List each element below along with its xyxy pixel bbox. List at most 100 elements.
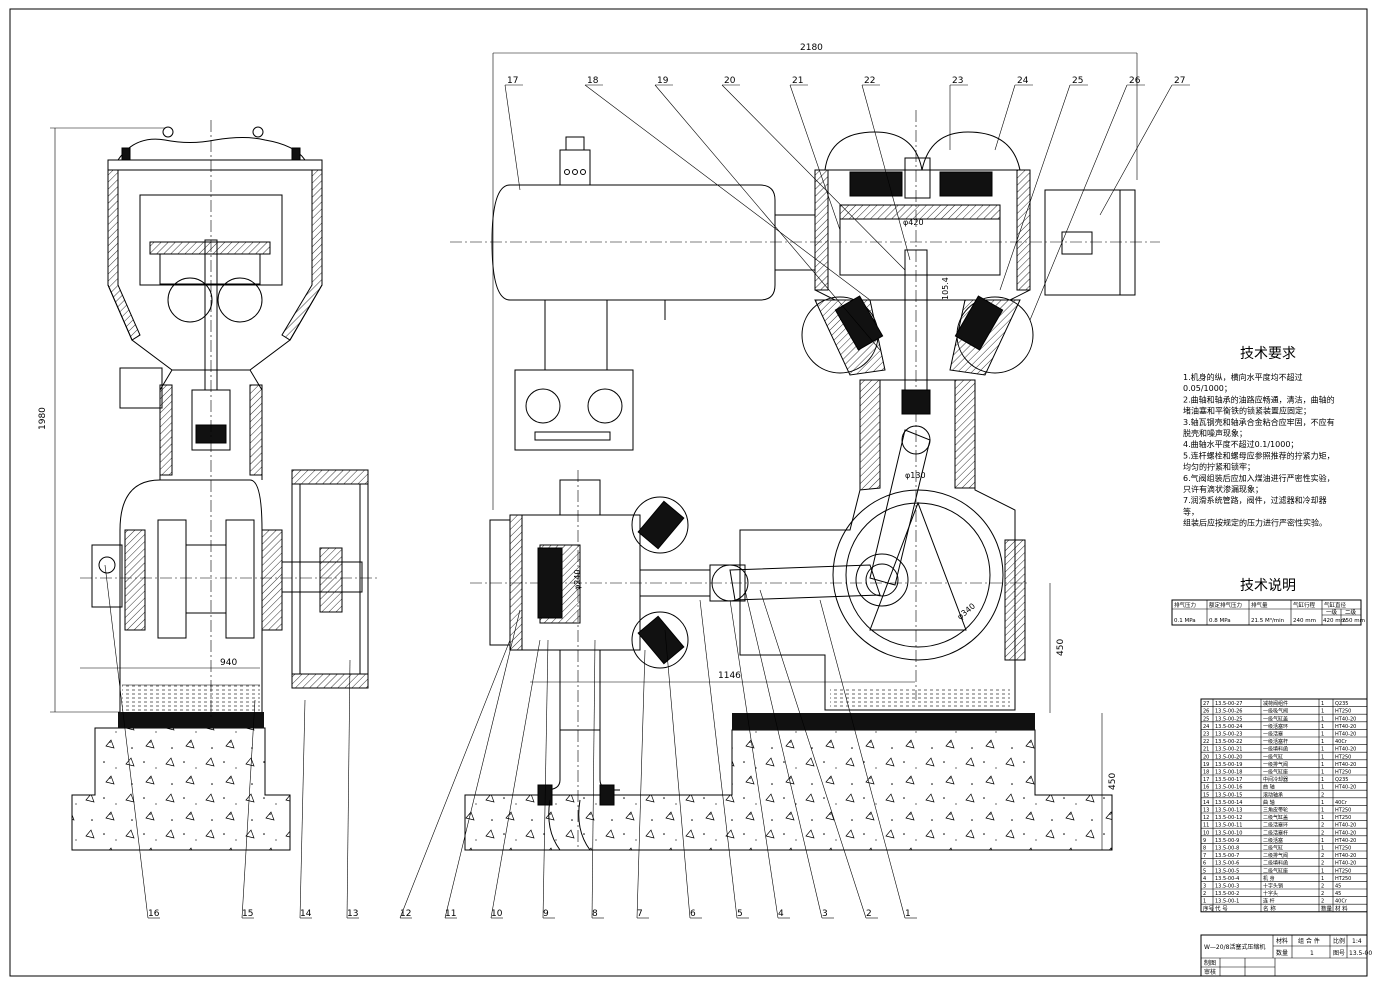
parts-cell: 二级气缸盖 xyxy=(1263,814,1288,821)
title-drawing-no: 13.5-00 xyxy=(1349,950,1372,957)
leader-line-14 xyxy=(299,699,306,919)
balloon-12: 12 xyxy=(400,909,411,919)
parts-cell: 一级吸气阀 xyxy=(1263,708,1288,715)
dim-cyl-dia-top: φ420 xyxy=(903,218,924,227)
parts-cell: 二级气缸 xyxy=(1263,845,1283,852)
spec-subheader: 一级 xyxy=(1326,608,1338,616)
parts-cell: 4 xyxy=(1203,876,1206,882)
parts-cell: 22 xyxy=(1203,739,1209,745)
parts-cell: 一级气缸盖 xyxy=(1263,715,1288,722)
parts-cell: 2 xyxy=(1321,884,1324,890)
parts-header: 材 料 xyxy=(1335,904,1348,912)
parts-cell: 一级活塞杆 xyxy=(1263,738,1288,745)
balloon-19: 19 xyxy=(657,76,669,86)
title-qty: 1 xyxy=(1310,950,1314,957)
parts-cell: 45 xyxy=(1335,891,1341,897)
title-scale: 1:4 xyxy=(1352,938,1362,945)
parts-cell: 13.5-00-17 xyxy=(1215,777,1242,783)
parts-cell: 13.5-00-16 xyxy=(1215,785,1242,791)
parts-cell: 1 xyxy=(1321,754,1324,760)
tech-req-line: 6.气阀组装后应加入煤油进行严密性实验， xyxy=(1183,473,1335,483)
tech-req-line: 只许有滴状渗漏现象； xyxy=(1183,484,1263,494)
balloon-7: 7 xyxy=(637,909,643,919)
parts-cell: 13.5-00-6 xyxy=(1215,861,1239,867)
balloon-4: 4 xyxy=(778,909,784,919)
parts-header: 数量 xyxy=(1321,904,1333,912)
parts-cell: 1 xyxy=(1321,800,1324,806)
balloon-11: 11 xyxy=(445,909,456,919)
balloon-1: 1 xyxy=(905,909,911,919)
parts-cell: 5 xyxy=(1203,868,1206,874)
leader-line-7 xyxy=(636,649,646,919)
parts-cell: HT250 xyxy=(1335,754,1351,760)
tech-req-line: 等， xyxy=(1183,506,1199,516)
front-view: 2180 φ420 105.4 xyxy=(450,43,1160,851)
tech-req-line: 7.润滑系统管路，阀件，过滤器和冷却器 xyxy=(1183,495,1327,505)
parts-cell: 1 xyxy=(1321,709,1324,715)
dim-flywheel-dia: φ340 xyxy=(956,601,978,621)
parts-cell: 8 xyxy=(1203,846,1206,852)
parts-cell: 40Cr xyxy=(1335,800,1348,806)
parts-cell: 1 xyxy=(1203,899,1206,905)
parts-cell: 二级活塞 xyxy=(1263,837,1283,844)
parts-cell: 13.5-00-24 xyxy=(1215,724,1242,730)
parts-cell: 13.5-00-12 xyxy=(1215,815,1242,821)
parts-cell: 13.5-00-7 xyxy=(1215,853,1239,859)
balloon-23: 23 xyxy=(952,76,963,86)
parts-cell: 曲 轴 xyxy=(1263,784,1275,791)
dim-right-height-a: 450 xyxy=(1056,639,1066,656)
spec-header: 额定排气压力 xyxy=(1209,601,1242,609)
title-drawing-no-label: 图号 xyxy=(1333,950,1345,957)
leader-line-20 xyxy=(721,84,906,271)
parts-cell: 14 xyxy=(1203,800,1209,806)
parts-cell: 2 xyxy=(1321,823,1324,829)
parts-cell: HT40-20 xyxy=(1335,861,1356,867)
parts-cell: 二级气缸座 xyxy=(1263,867,1288,874)
parts-cell: 2 xyxy=(1321,830,1324,836)
spec-header: 气缸直径 xyxy=(1324,601,1347,609)
parts-cell: 25 xyxy=(1203,716,1209,722)
parts-cell: 13.5-00-25 xyxy=(1215,716,1242,722)
tech-req-line: 3.轴瓦钢壳和轴承合金粘合应牢固，不应有 xyxy=(1183,417,1335,427)
dim-right-height-b: 450 xyxy=(1108,773,1118,790)
leader-line-12 xyxy=(399,639,511,919)
balloon-25: 25 xyxy=(1072,76,1083,86)
parts-header: 序号 xyxy=(1203,904,1215,912)
sheet-border xyxy=(9,8,1368,977)
tech-req-title: 技术要求 xyxy=(1240,346,1296,362)
title-drawn: 制图 xyxy=(1204,959,1216,967)
parts-cell: HT250 xyxy=(1335,846,1351,852)
parts-cell: 1 xyxy=(1321,868,1324,874)
parts-cell: 13.5-00-26 xyxy=(1215,709,1242,715)
leader-line-19 xyxy=(654,84,881,351)
dim-cyl-stroke-top: 105.4 xyxy=(941,277,950,300)
parts-cell: 13.5-00-27 xyxy=(1215,701,1242,707)
leader-line-1 xyxy=(819,599,906,919)
leader-line-18 xyxy=(584,84,871,301)
parts-cell: 7 xyxy=(1203,853,1206,859)
tech-req-line: 1.机身的纵，横向水平度均不超过 xyxy=(1183,372,1303,382)
parts-cell: 9 xyxy=(1203,838,1206,844)
balloon-27: 27 xyxy=(1174,76,1185,86)
parts-cell: 十字头销 xyxy=(1263,883,1283,890)
parts-cell: 24 xyxy=(1203,724,1209,730)
parts-cell: 2 xyxy=(1321,899,1324,905)
balloon-16: 16 xyxy=(148,909,160,919)
balloon-21: 21 xyxy=(792,76,803,86)
parts-cell: HT250 xyxy=(1335,868,1351,874)
parts-cell: 1 xyxy=(1321,846,1324,852)
parts-cell: 1 xyxy=(1321,762,1324,768)
dim-center-length: 1146 xyxy=(718,671,741,681)
leader-line-10 xyxy=(490,639,541,919)
parts-cell: 6 xyxy=(1203,861,1206,867)
title-checked: 审核 xyxy=(1204,968,1216,976)
tech-req-line: 脱壳和噪声现象； xyxy=(1183,428,1247,438)
balloon-14: 14 xyxy=(300,909,312,919)
parts-cell: 1 xyxy=(1321,732,1324,738)
parts-cell: 1 xyxy=(1321,876,1324,882)
leader-line-26 xyxy=(1029,84,1128,321)
tech-req-line: 0.05/1000； xyxy=(1183,384,1232,393)
parts-cell: 40Cr xyxy=(1335,739,1348,745)
